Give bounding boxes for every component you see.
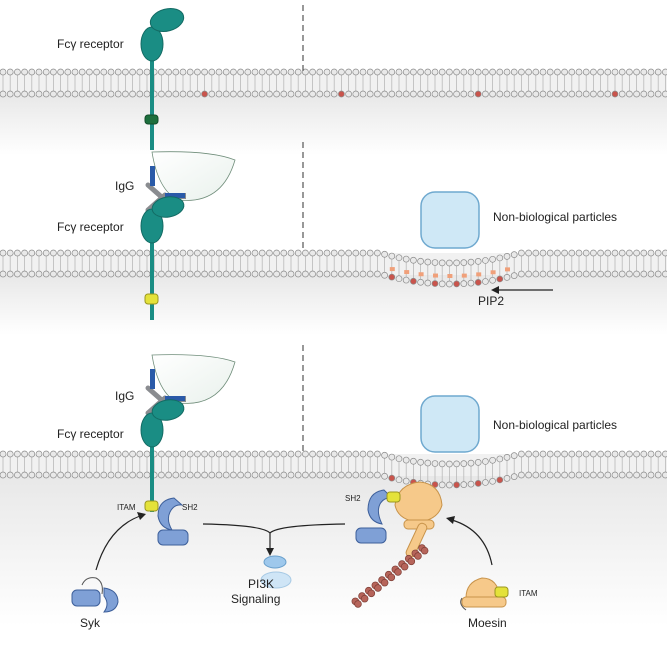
particle-label-panel-2: Non-biological particles: [493, 210, 617, 224]
syk-recruit-arrow: [95, 512, 146, 571]
igg-label-panel-2: IgG: [115, 179, 134, 193]
fc-receptor-panel-1: [140, 7, 185, 150]
particle-panel-3: [420, 395, 480, 453]
pi3k-label-line2: Signaling: [231, 592, 280, 606]
moesin-label: Moesin: [468, 616, 507, 630]
membrane-panel-1: [0, 68, 667, 155]
fc-receptor-label-panel-2: Fcγ receptor: [57, 220, 124, 234]
igg-label-panel-3: IgG: [115, 389, 134, 403]
fc-receptor-label-panel-3: Fcγ receptor: [57, 427, 124, 441]
pi3k-converge-arrows: [202, 523, 346, 556]
fc-receptor-panel-2: [140, 196, 185, 320]
membrane-panel-2: [0, 249, 667, 335]
itam-label: ITAM: [117, 503, 136, 512]
particle-panel-2: [420, 191, 480, 249]
syk-label: Syk: [80, 616, 101, 630]
pip2-label: PIP2: [478, 294, 504, 308]
particle-label-panel-3: Non-biological particles: [493, 418, 617, 432]
moesin-itam-label: ITAM: [519, 589, 538, 598]
sh2-label-left: SH2: [182, 503, 198, 512]
syk-bound-right: [355, 489, 394, 544]
syk-free: [71, 577, 119, 613]
target-cell-panel-3: [151, 354, 236, 404]
pi3k-complex: [260, 555, 292, 589]
moesin-bound: [351, 481, 443, 608]
target-cell-panel-2: [151, 151, 236, 201]
moesin-free: [460, 577, 509, 611]
fc-receptor-label-panel-1: Fcγ receptor: [57, 37, 124, 51]
sh2-label-right: SH2: [345, 494, 361, 503]
fc-receptor-panel-3: [140, 399, 185, 512]
pip2-arrow: [491, 286, 553, 294]
moesin-recruit-arrow: [446, 516, 493, 566]
syk-bound-left: [157, 497, 189, 546]
pi3k-label-line1: PI3K: [248, 577, 274, 591]
